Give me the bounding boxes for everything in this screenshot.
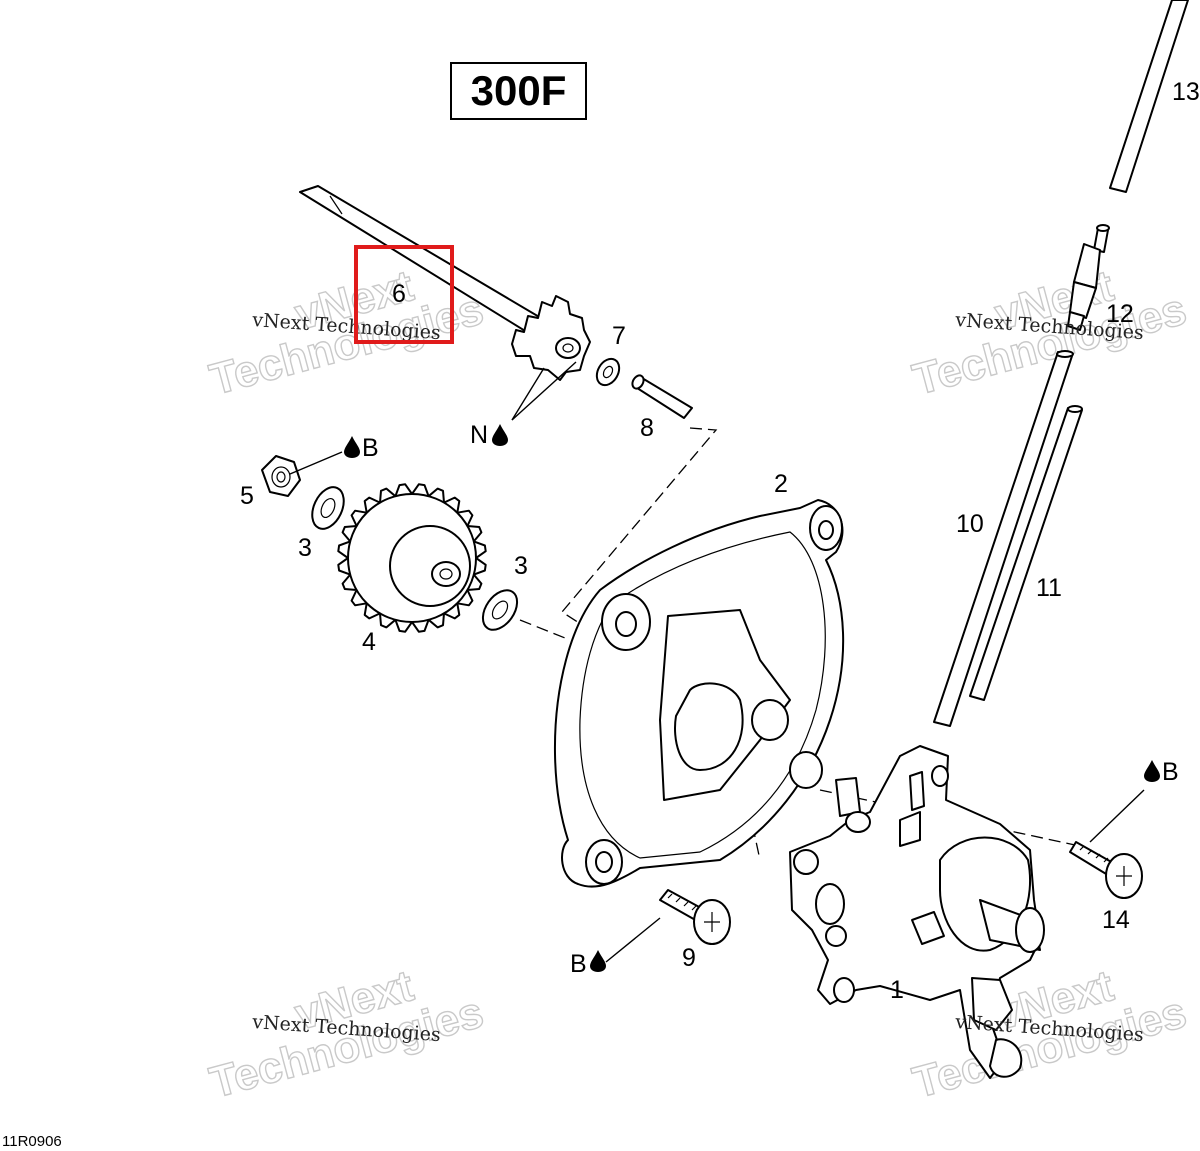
part-2-housing <box>554 499 845 888</box>
reference-code: 11R0906 <box>2 1133 62 1150</box>
part-12-fitting <box>1067 224 1110 331</box>
part-3-washer-left <box>311 486 345 530</box>
callout-11: 11 <box>1036 574 1062 602</box>
lubricant-label-b: B <box>362 434 379 462</box>
droplet-icon <box>590 950 606 972</box>
highlight-box-callout-6 <box>354 245 454 344</box>
part-1-oil-pump <box>789 745 1045 1079</box>
callout-2: 2 <box>774 470 788 498</box>
part-9-screw <box>659 889 731 945</box>
part-3-washer-right <box>481 589 519 631</box>
callout-8: 8 <box>640 414 654 442</box>
lubricant-label-b: B <box>1162 758 1179 786</box>
callout-3: 3 <box>514 552 528 580</box>
callout-9: 9 <box>682 944 696 972</box>
part-4-gear <box>337 483 487 633</box>
lubricant-markers: N B B B <box>344 421 1179 978</box>
callout-5: 5 <box>240 482 254 510</box>
droplet-icon <box>1144 760 1160 782</box>
part-13-tube <box>1109 0 1189 193</box>
lubricant-label-b: B <box>570 950 587 978</box>
callout-7: 7 <box>612 322 626 350</box>
callout-1: 1 <box>890 976 904 1004</box>
callout-14: 14 <box>1102 906 1130 934</box>
diagram-title: 300F <box>450 62 587 120</box>
part-7-washer <box>595 357 621 387</box>
callout-4: 4 <box>362 628 376 656</box>
part-8-pin <box>631 374 693 419</box>
callout-3: 3 <box>298 534 312 562</box>
droplet-icon <box>492 424 508 446</box>
part-10-tube <box>933 350 1074 727</box>
callout-13: 13 <box>1172 78 1200 106</box>
part-11-tube <box>969 405 1083 701</box>
lubricant-label-n: N <box>470 421 488 449</box>
callout-numbers: 1 2 3 3 4 5 6 7 8 9 10 11 12 13 14 <box>240 78 1200 1004</box>
part-5-nut <box>261 455 301 497</box>
callout-12: 12 <box>1106 300 1134 328</box>
callout-10: 10 <box>956 510 984 538</box>
callout-6: 6 <box>392 280 406 308</box>
part-14-screw <box>1069 841 1143 899</box>
leader-lines <box>289 361 1145 963</box>
pinion-gear <box>511 295 591 381</box>
droplet-icon <box>344 436 360 458</box>
